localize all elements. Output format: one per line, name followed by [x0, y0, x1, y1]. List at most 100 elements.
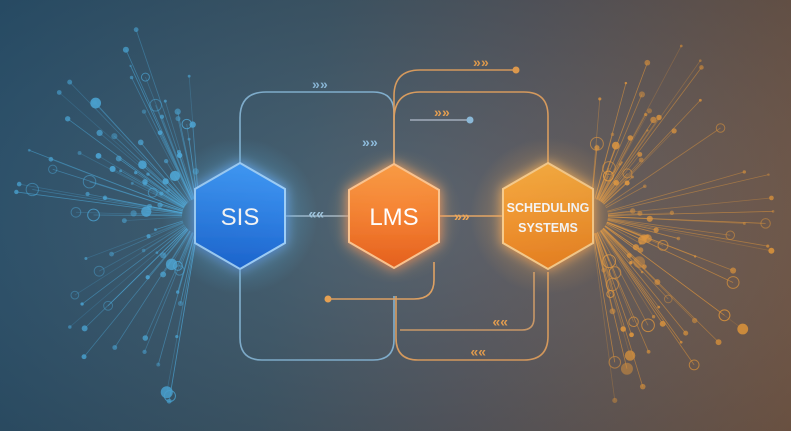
burst-particle — [618, 162, 622, 166]
burst-particle — [657, 305, 661, 309]
connector-dots — [324, 66, 520, 303]
burst-particle — [138, 160, 147, 169]
burst-particle — [153, 228, 157, 232]
burst-particle — [141, 206, 152, 217]
burst-ray — [607, 218, 772, 252]
burst-particle — [771, 210, 775, 213]
node-scheduling-systems[interactable] — [502, 161, 594, 271]
burst-particle — [25, 182, 39, 197]
burst-particle — [133, 27, 139, 33]
node-lms[interactable] — [348, 162, 440, 270]
scheduling-label-line2: SYSTEMS — [518, 221, 578, 235]
burst-particle — [651, 315, 656, 319]
burst-particle — [130, 181, 134, 185]
burst-particle — [141, 248, 146, 253]
burst-particle — [699, 65, 704, 70]
burst-ray — [607, 174, 769, 213]
burst-particle — [90, 97, 102, 109]
burst-ray — [19, 183, 183, 214]
connector-lms-top-loop — [393, 69, 516, 165]
burst-particle — [663, 294, 673, 304]
burst-particle — [165, 258, 178, 271]
burst-particle — [115, 155, 122, 162]
burst-ray — [58, 92, 187, 205]
burst-particle — [48, 156, 54, 162]
burst-particle — [163, 389, 176, 402]
burst-particle — [67, 79, 73, 85]
burst-particle — [163, 99, 167, 103]
burst-ray — [600, 60, 701, 202]
burst-particle — [122, 46, 129, 53]
burst-ray — [607, 216, 766, 224]
burst-ray — [602, 228, 719, 343]
scheduling-hexagon — [502, 161, 594, 271]
burst-particle — [145, 275, 150, 280]
burst-particle — [629, 208, 636, 214]
burst-ray — [69, 227, 187, 328]
burst-particle — [698, 98, 702, 102]
burst-particle — [70, 206, 82, 218]
burst-particle — [679, 44, 683, 48]
burst-particle — [646, 349, 651, 354]
burst-particle — [769, 195, 774, 201]
chevron-right-icon: » — [434, 104, 442, 120]
burst-ray — [600, 67, 702, 203]
burst-ray — [604, 127, 721, 207]
burst-particle — [624, 350, 636, 361]
burst-particle — [96, 129, 103, 137]
burst-particle — [111, 133, 118, 140]
burst-ray — [32, 189, 183, 214]
burst-particle — [644, 112, 648, 117]
burst-ray — [606, 221, 734, 271]
burst-particle — [676, 236, 681, 241]
burst-particle — [639, 242, 642, 245]
burst-particle — [155, 251, 159, 254]
burst-particle — [146, 234, 151, 239]
burst-particle — [653, 227, 659, 233]
burst-particle — [163, 158, 169, 164]
burst-particle — [177, 300, 184, 307]
burst-particle — [631, 175, 634, 179]
burst-particle — [656, 114, 662, 121]
chevron-right-icon: » — [320, 76, 328, 92]
burst-particle — [175, 116, 181, 122]
burst-particle — [650, 116, 657, 124]
burst-particle — [64, 116, 71, 122]
burst-particle — [641, 318, 655, 333]
burst-ray — [67, 118, 186, 207]
burst-particle — [638, 157, 644, 163]
burst-particle — [715, 123, 726, 133]
burst-particle — [85, 191, 90, 197]
burst-particle — [142, 335, 149, 341]
burst-ray — [69, 81, 188, 204]
burst-particle — [730, 267, 737, 274]
burst-particle — [688, 359, 700, 371]
connector-sis-bottom-loop — [239, 270, 395, 361]
burst-particle — [68, 325, 72, 329]
node-sis[interactable] — [194, 161, 286, 271]
burst-particle — [642, 264, 647, 269]
burst-particle — [624, 81, 628, 85]
burst-ray — [607, 218, 768, 247]
burst-particle — [715, 339, 722, 346]
burst-particle — [174, 108, 181, 115]
burst-particle — [611, 141, 620, 150]
burst-particle — [81, 354, 87, 360]
burst-particle — [683, 330, 689, 336]
burst-particle — [768, 247, 775, 254]
burst-particle — [679, 340, 683, 344]
burst-particle — [134, 171, 138, 175]
burst-particle — [109, 165, 116, 172]
lms-label: LMS — [369, 204, 418, 231]
chevron-right-icon: » — [442, 104, 450, 120]
burst-ray — [50, 158, 184, 211]
burst-particle — [760, 218, 771, 229]
burst-particle — [70, 290, 80, 300]
burst-ray — [604, 226, 725, 316]
sis-label: SIS — [221, 204, 260, 231]
chevron-right-icon: » — [481, 54, 489, 70]
burst-particle — [142, 349, 147, 355]
burst-ray — [607, 197, 772, 215]
